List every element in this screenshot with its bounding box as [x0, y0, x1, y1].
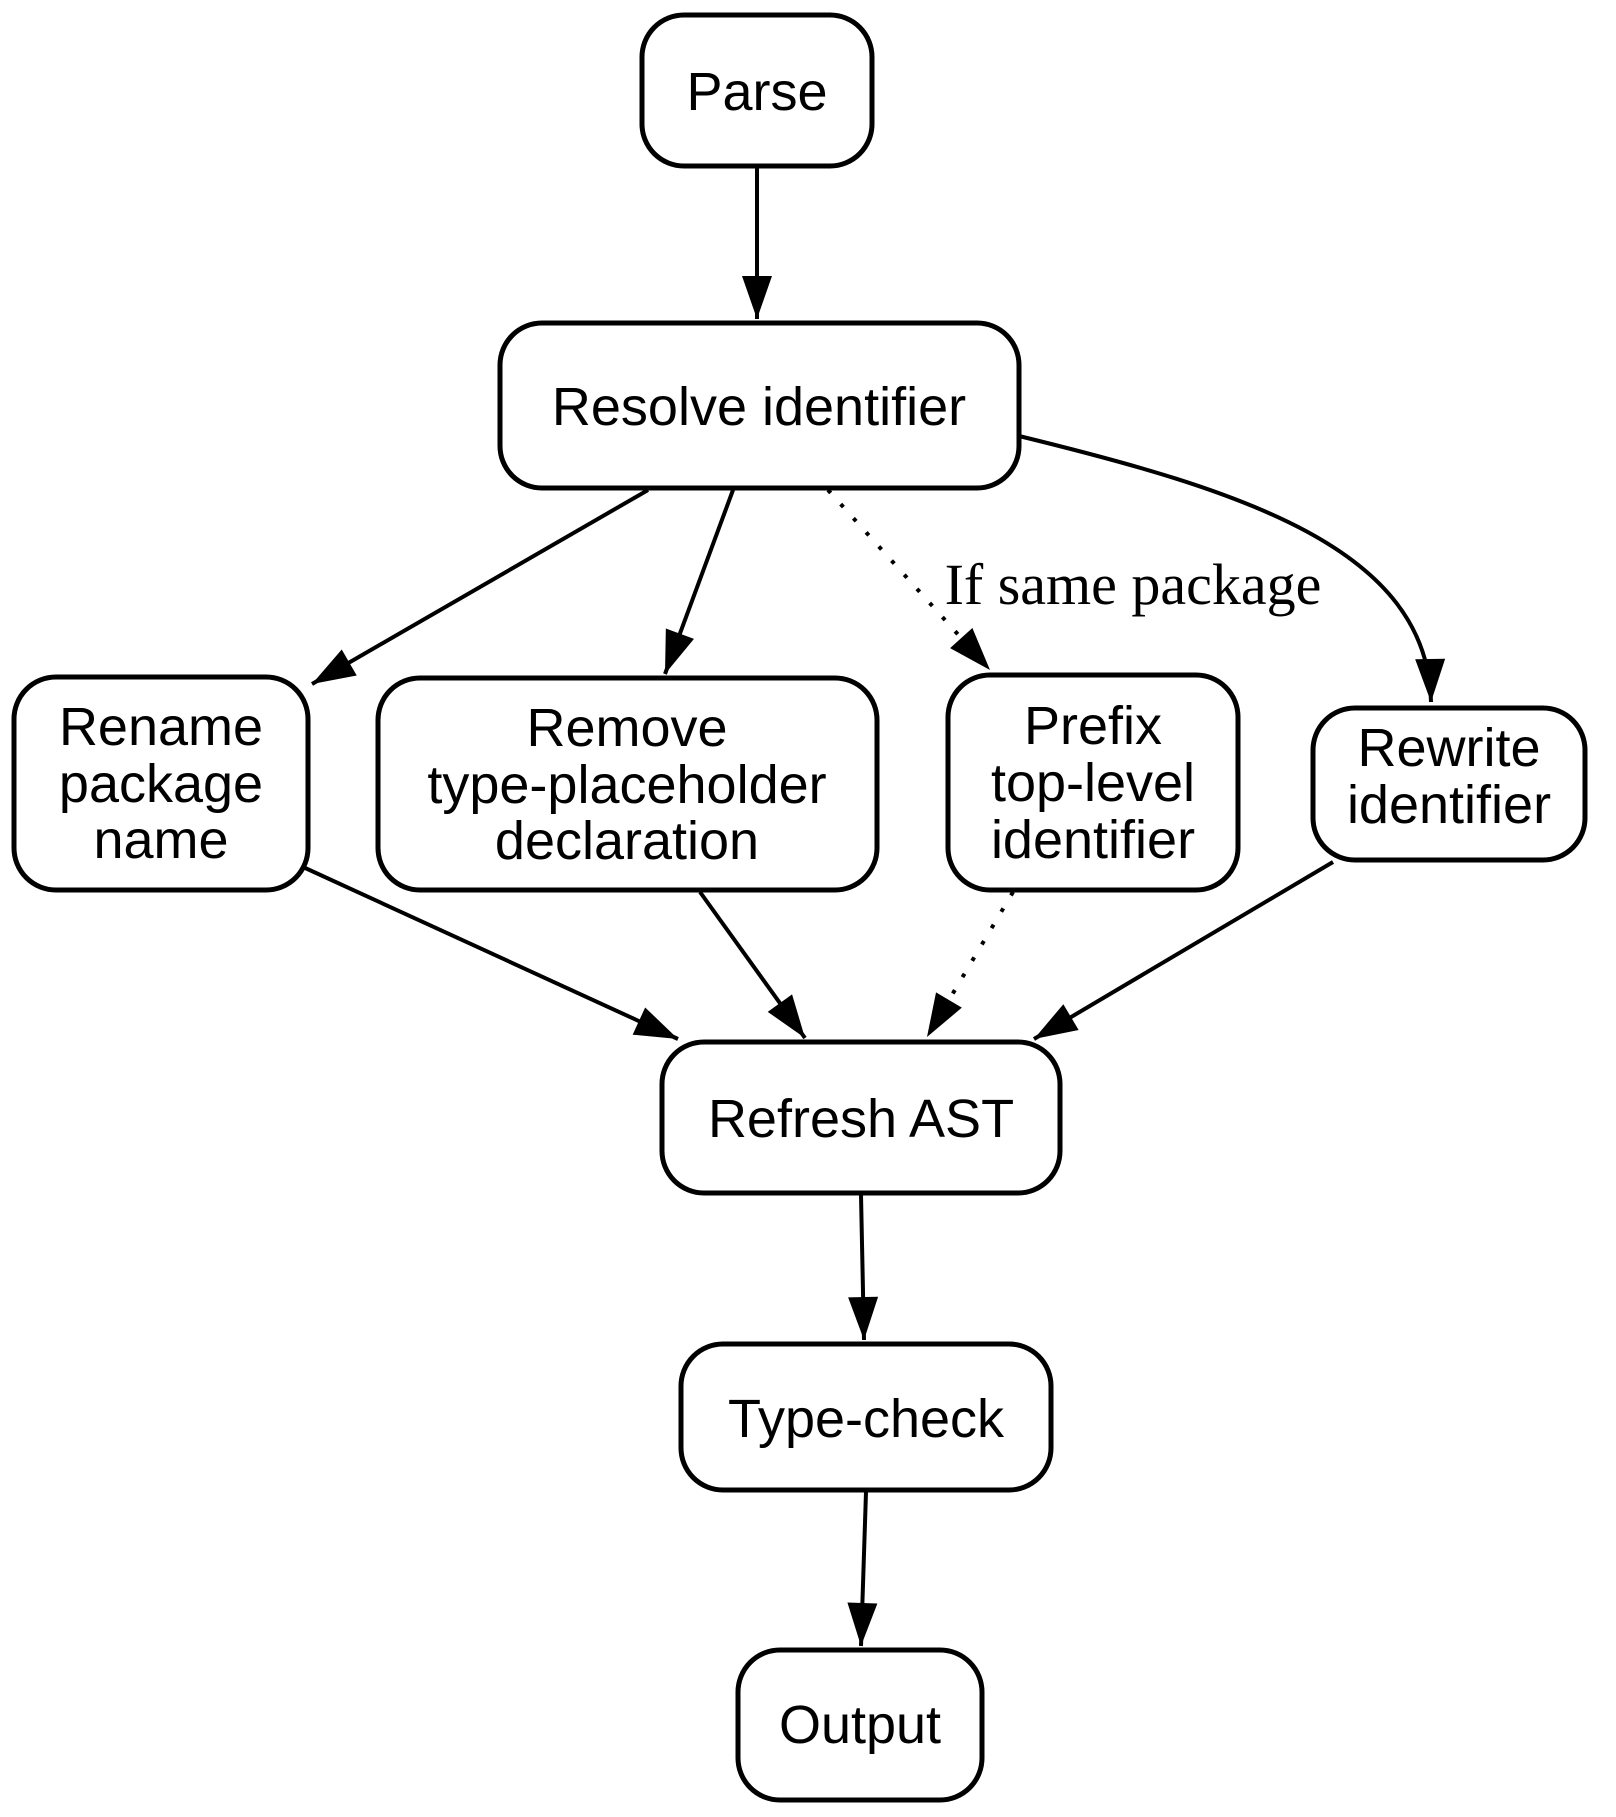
node-output-box: [735, 1647, 985, 1803]
node-type-check: Type-check: [678, 1341, 1054, 1493]
node-prefix-top-level-identifier: Prefix top-level identifier: [945, 672, 1241, 893]
node-remove-type-placeholder-declaration-box: [375, 675, 880, 893]
node-output-label: Output: [779, 1695, 941, 1755]
node-type-check-label: Type-check: [728, 1389, 1005, 1449]
node-prefix-label-line2: top-level: [991, 753, 1195, 813]
node-remove-label-line2: type-placeholder: [427, 755, 826, 815]
node-rewrite-label-line1: Rewrite: [1357, 718, 1540, 778]
edge-label-if-same-package: If same package: [945, 552, 1322, 617]
node-rename-package-name-label-line3: name: [93, 810, 228, 870]
node-output: Output: [735, 1647, 985, 1803]
node-remove-type-placeholder-declaration: Remove type-placeholder declaration: [375, 675, 880, 893]
node-rewrite-identifier: Rewrite identifier: [1310, 705, 1588, 863]
edge-rename-to-refresh: [302, 865, 679, 1041]
node-resolve-identifier-box: [497, 320, 1022, 491]
edge-resolve-to-remove: [663, 489, 735, 675]
node-prefix-label-line3: identifier: [991, 810, 1195, 870]
edge-typecheck-to-output: [847, 1491, 878, 1647]
edge-resolve-to-rewrite-curved: [1018, 434, 1446, 703]
node-rename-package-name: Rename package name: [11, 674, 311, 893]
node-remove-label-line3: declaration: [495, 811, 759, 871]
node-type-check-box: [678, 1341, 1054, 1493]
node-rename-package-name-box: [11, 674, 311, 893]
node-rename-package-name-label-line1: Rename: [59, 697, 263, 757]
node-refresh-ast: Refresh AST: [659, 1039, 1063, 1196]
node-rewrite-identifier-box: [1310, 705, 1588, 863]
edge-rewrite-to-refresh: [1032, 860, 1335, 1041]
node-prefix-top-level-identifier-box: [945, 672, 1241, 893]
node-parse: Parse: [639, 12, 875, 169]
edge-refresh-to-typecheck: [848, 1194, 879, 1341]
node-rewrite-label-line2: identifier: [1347, 775, 1551, 835]
edge-resolve-to-rename: [310, 488, 650, 686]
node-resolve-identifier: Resolve identifier: [497, 320, 1022, 491]
node-refresh-ast-box: [659, 1039, 1063, 1196]
edge-prefix-to-refresh-dotted: [925, 890, 1015, 1039]
edge-remove-to-refresh: [698, 890, 807, 1040]
node-resolve-identifier-label: Resolve identifier: [552, 377, 966, 437]
edges: If same package: [302, 168, 1446, 1647]
edge-resolve-to-prefix-dotted: [826, 488, 992, 672]
node-refresh-ast-label: Refresh AST: [708, 1089, 1014, 1149]
node-rename-package-name-label-line2: package: [59, 754, 263, 814]
node-parse-label: Parse: [686, 62, 827, 122]
node-prefix-label-line1: Prefix: [1024, 696, 1162, 756]
node-remove-label-line1: Remove: [526, 698, 727, 758]
node-parse-box: [639, 12, 875, 169]
